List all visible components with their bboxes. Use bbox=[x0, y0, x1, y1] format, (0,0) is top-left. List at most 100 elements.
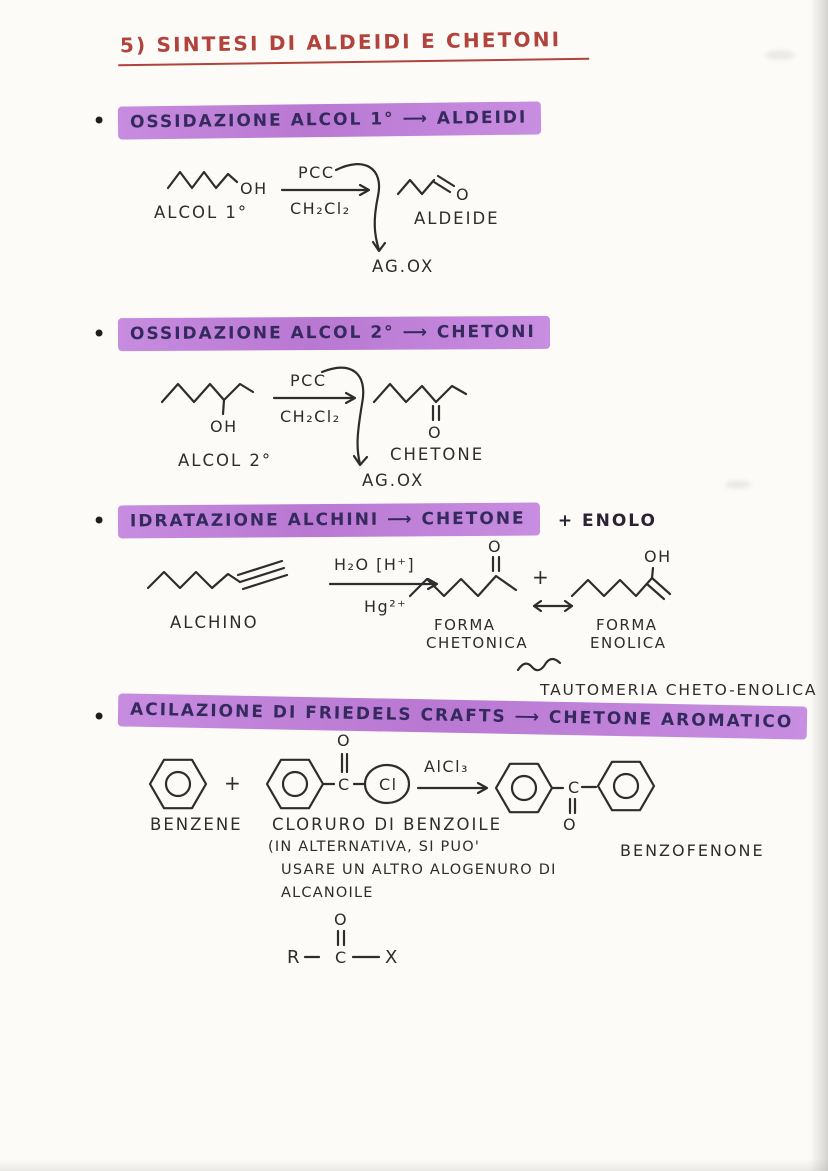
byproduct-label: AG.OX bbox=[372, 257, 434, 276]
byproduct-curved-arrow bbox=[334, 163, 381, 252]
section-2-heading-highlight: OSSIDAZIONE ALCOL 2° ⟶ CHETONI bbox=[118, 315, 551, 352]
equilibrium-arrowhead-left bbox=[532, 599, 543, 613]
halide-label: X bbox=[385, 947, 399, 968]
triple-bond-line bbox=[238, 566, 286, 584]
enol-form-structure bbox=[570, 576, 654, 598]
product-label: CHETONE bbox=[390, 445, 484, 464]
reaction-3-diagram: ALCHINO H₂O [H⁺] Hg²⁺ O FORMA CHETONICA … bbox=[146, 537, 672, 652]
acyl-carbon-label: C bbox=[338, 775, 351, 794]
alternative-note-line3: ALCANOILE bbox=[281, 885, 374, 901]
section-1-heading: • OSSIDAZIONE ALCOL 1° ⟶ ALDEIDI bbox=[92, 101, 542, 140]
curved-arrowhead bbox=[371, 240, 387, 253]
page-title: 5) SINTESI DI ALDEIDI E CHETONI bbox=[117, 26, 590, 67]
acyl-oxygen-label: O bbox=[337, 731, 351, 750]
keto-form-label-line2: CHETONICA bbox=[426, 634, 528, 652]
solvent-label: CH₂Cl₂ bbox=[290, 199, 351, 218]
ketone-chain-structure bbox=[372, 382, 468, 404]
alternative-note: (IN ALTERNATIVA, SI PUO' USARE UN ALTRO … bbox=[268, 836, 557, 905]
carbonyl-oxygen-label: O bbox=[456, 185, 470, 204]
benzene-ring bbox=[494, 762, 554, 814]
benzene-ring bbox=[148, 758, 208, 810]
plus-sign: + bbox=[224, 771, 242, 795]
enol-double-bond bbox=[650, 576, 672, 596]
substrate-label: ALCOL 2° bbox=[178, 451, 272, 470]
catalyst-label: AlCl₃ bbox=[424, 757, 469, 776]
alkyne-chain-structure bbox=[146, 570, 242, 590]
product-carbon-label: C bbox=[568, 778, 581, 797]
byproduct-label: AG.OX bbox=[362, 471, 424, 490]
reaction-2-diagram: OH ALCOL 2° PCC CH₂Cl₂ AG.OX O CHETONE bbox=[160, 366, 484, 490]
section-4-heading: • ACILAZIONE DI FRIEDELS CRAFTS ⟶ CHETON… bbox=[92, 693, 808, 740]
reaction-1-diagram: OH ALCOL 1° PCC CH₂Cl₂ AG.OX O ALDEIDE bbox=[154, 163, 500, 276]
aldehyde-chain-structure bbox=[396, 178, 436, 196]
bullet-icon: • bbox=[92, 506, 107, 535]
r-group-label: R bbox=[287, 947, 301, 968]
aromatic-circle bbox=[281, 770, 309, 798]
reaction-arrowhead bbox=[344, 391, 357, 405]
reaction-arrowhead bbox=[426, 577, 439, 591]
benzene-label: BENZENE bbox=[150, 815, 243, 834]
section-2-heading: • OSSIDAZIONE ALCOL 2° ⟶ CHETONI bbox=[92, 315, 551, 352]
substrate-label: ALCOL 1° bbox=[154, 203, 248, 222]
benzene-ring bbox=[596, 760, 656, 812]
equilibrium-arrowhead-right bbox=[563, 599, 574, 613]
enol-form-label-line1: FORMA bbox=[596, 616, 658, 634]
benzoyl-chloride-label: CLORURO DI BENZOILE bbox=[272, 815, 502, 834]
hydroxyl-label: OH bbox=[240, 179, 268, 198]
reaction-4-diagram: + C O Cl AlCl₃ C O BENZENE CLORURO DI BE… bbox=[148, 731, 656, 834]
section-1-heading-highlight: OSSIDAZIONE ALCOL 1° ⟶ ALDEIDI bbox=[117, 101, 542, 140]
enol-form-label-line2: ENOLICA bbox=[590, 634, 667, 652]
chlorine-circle bbox=[363, 763, 411, 805]
keto-form-structure bbox=[408, 574, 518, 598]
aromatic-circle bbox=[510, 774, 538, 802]
section-3-heading-plain: + ENOLO bbox=[557, 510, 657, 531]
reaction-arrowhead bbox=[358, 183, 371, 197]
reagent-label: H₂O [H⁺] bbox=[334, 555, 415, 574]
aromatic-circle bbox=[612, 772, 640, 800]
keto-form-label-line1: FORMA bbox=[434, 616, 496, 634]
product-oxygen-label: O bbox=[563, 815, 577, 834]
section-3-heading: • IDRATAZIONE ALCHINI ⟶ CHETONE + ENOLO bbox=[92, 502, 657, 539]
aromatic-circle bbox=[164, 770, 192, 798]
reagent-label: PCC bbox=[298, 163, 335, 182]
squiggle-mark bbox=[516, 657, 562, 672]
chlorine-label: Cl bbox=[379, 775, 398, 794]
reaction-arrowhead bbox=[476, 781, 489, 795]
benzophenone-label: BENZOFENONE bbox=[620, 841, 765, 860]
alternative-note-line2: USARE UN ALTRO ALOGENURO DI bbox=[281, 862, 557, 878]
byproduct-curved-arrow bbox=[320, 366, 365, 466]
alcohol-chain-structure bbox=[166, 170, 239, 190]
paper-smudge bbox=[725, 480, 751, 489]
carbonyl-double-bond bbox=[432, 180, 452, 194]
bullet-icon: • bbox=[92, 106, 107, 135]
benzene-ring bbox=[265, 758, 325, 810]
squiggle-path bbox=[516, 657, 562, 672]
plus-sign: + bbox=[532, 565, 550, 589]
enol-oh-bond bbox=[650, 566, 655, 580]
page-edge-shadow-bottom bbox=[0, 1159, 828, 1171]
product-label: ALDEIDE bbox=[414, 209, 500, 228]
enol-double-bond bbox=[645, 582, 666, 601]
carbon-label: C bbox=[335, 948, 348, 967]
alcohol-chain-structure bbox=[160, 382, 255, 404]
bullet-icon: • bbox=[92, 319, 107, 348]
substrate-label: ALCHINO bbox=[170, 613, 259, 632]
enol-hydroxyl-label: OH bbox=[644, 547, 672, 566]
alternative-note-line1: (IN ALTERNATIVA, SI PUO' bbox=[268, 839, 481, 855]
oxygen-label: O bbox=[334, 910, 348, 929]
catalyst-label: Hg²⁺ bbox=[364, 597, 407, 616]
tautomer-note: TAUTOMERIA CHETO-ENOLICA bbox=[540, 681, 818, 699]
carbonyl-oxygen-label: O bbox=[488, 537, 502, 556]
section-3-heading-highlight: IDRATAZIONE ALCHINI ⟶ CHETONE bbox=[118, 502, 540, 539]
hydroxyl-label: OH bbox=[210, 417, 238, 436]
bullet-icon: • bbox=[92, 702, 107, 731]
hydroxyl-bond bbox=[221, 398, 226, 416]
paper-smudge bbox=[765, 50, 795, 60]
curved-arrowhead bbox=[352, 454, 369, 467]
triple-bond-line bbox=[241, 573, 289, 591]
reagent-label: PCC bbox=[290, 371, 327, 390]
triple-bond-line bbox=[236, 559, 284, 577]
carbonyl-double-bond bbox=[436, 174, 456, 188]
page-edge-shadow-right bbox=[810, 0, 828, 1171]
